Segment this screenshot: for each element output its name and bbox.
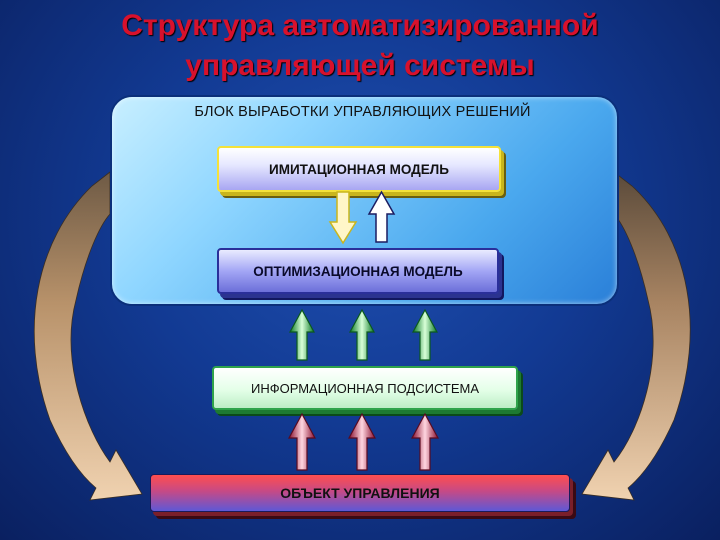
control-object-label: ОБЪЕКТ УПРАВЛЕНИЯ [280, 485, 440, 501]
right-curved-arrow [581, 171, 691, 501]
imitation-model-label: ИМИТАЦИОННАЯ МОДЕЛЬ [269, 161, 449, 177]
title-line-2: управляющей системы [185, 49, 535, 82]
page-title: Структура автоматизированной управляющей… [0, 6, 720, 86]
imitation-model-box: ИМИТАЦИОННАЯ МОДЕЛЬ [217, 146, 501, 192]
decision-block-title: БЛОК ВЫРАБОТКИ УПРАВЛЯЮЩИХ РЕШЕНИЙ [194, 104, 531, 120]
optimization-model-box: ОПТИМИЗАЦИОННАЯ МОДЕЛЬ [217, 248, 499, 294]
info-subsystem-label: ИНФОРМАЦИОННАЯ ПОДСИСТЕМА [250, 380, 480, 396]
info-subsystem-box: ИНФОРМАЦИОННАЯ ПОДСИСТЕМА [212, 366, 518, 410]
control-object-box: ОБЪЕКТ УПРАВЛЕНИЯ [150, 474, 570, 512]
left-curved-arrow [33, 171, 143, 501]
title-line-1: Структура автоматизированной [121, 9, 599, 42]
optimization-model-label: ОПТИМИЗАЦИОННАЯ МОДЕЛЬ [253, 263, 463, 279]
